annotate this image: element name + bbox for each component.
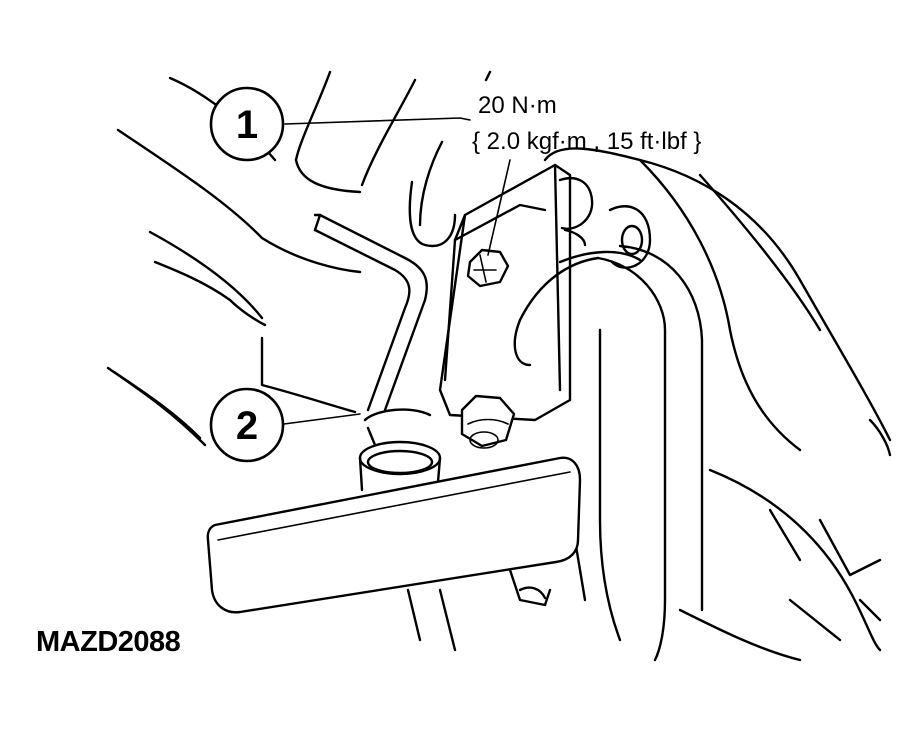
callout-1-number: 1 — [236, 103, 258, 147]
torque-spec-metric: 20 N·m — [478, 92, 557, 119]
engine-background-lines — [106, 70, 492, 447]
lower-nut — [460, 394, 516, 449]
pedal-pad — [206, 456, 582, 614]
clevis-bushing — [358, 408, 442, 492]
callout-1: 1 — [209, 86, 285, 162]
bracket-block — [438, 163, 652, 422]
callout-2: 2 — [209, 387, 285, 463]
upper-nut — [466, 248, 510, 288]
torque-spec-imperial: { 2.0 kgf·m , 15 ft·lbf } — [472, 128, 702, 155]
figure-reference-code: MAZD2088 — [36, 626, 181, 658]
link-rod — [313, 213, 428, 412]
leader-lines — [283, 117, 511, 425]
callout-2-number: 2 — [236, 404, 258, 448]
